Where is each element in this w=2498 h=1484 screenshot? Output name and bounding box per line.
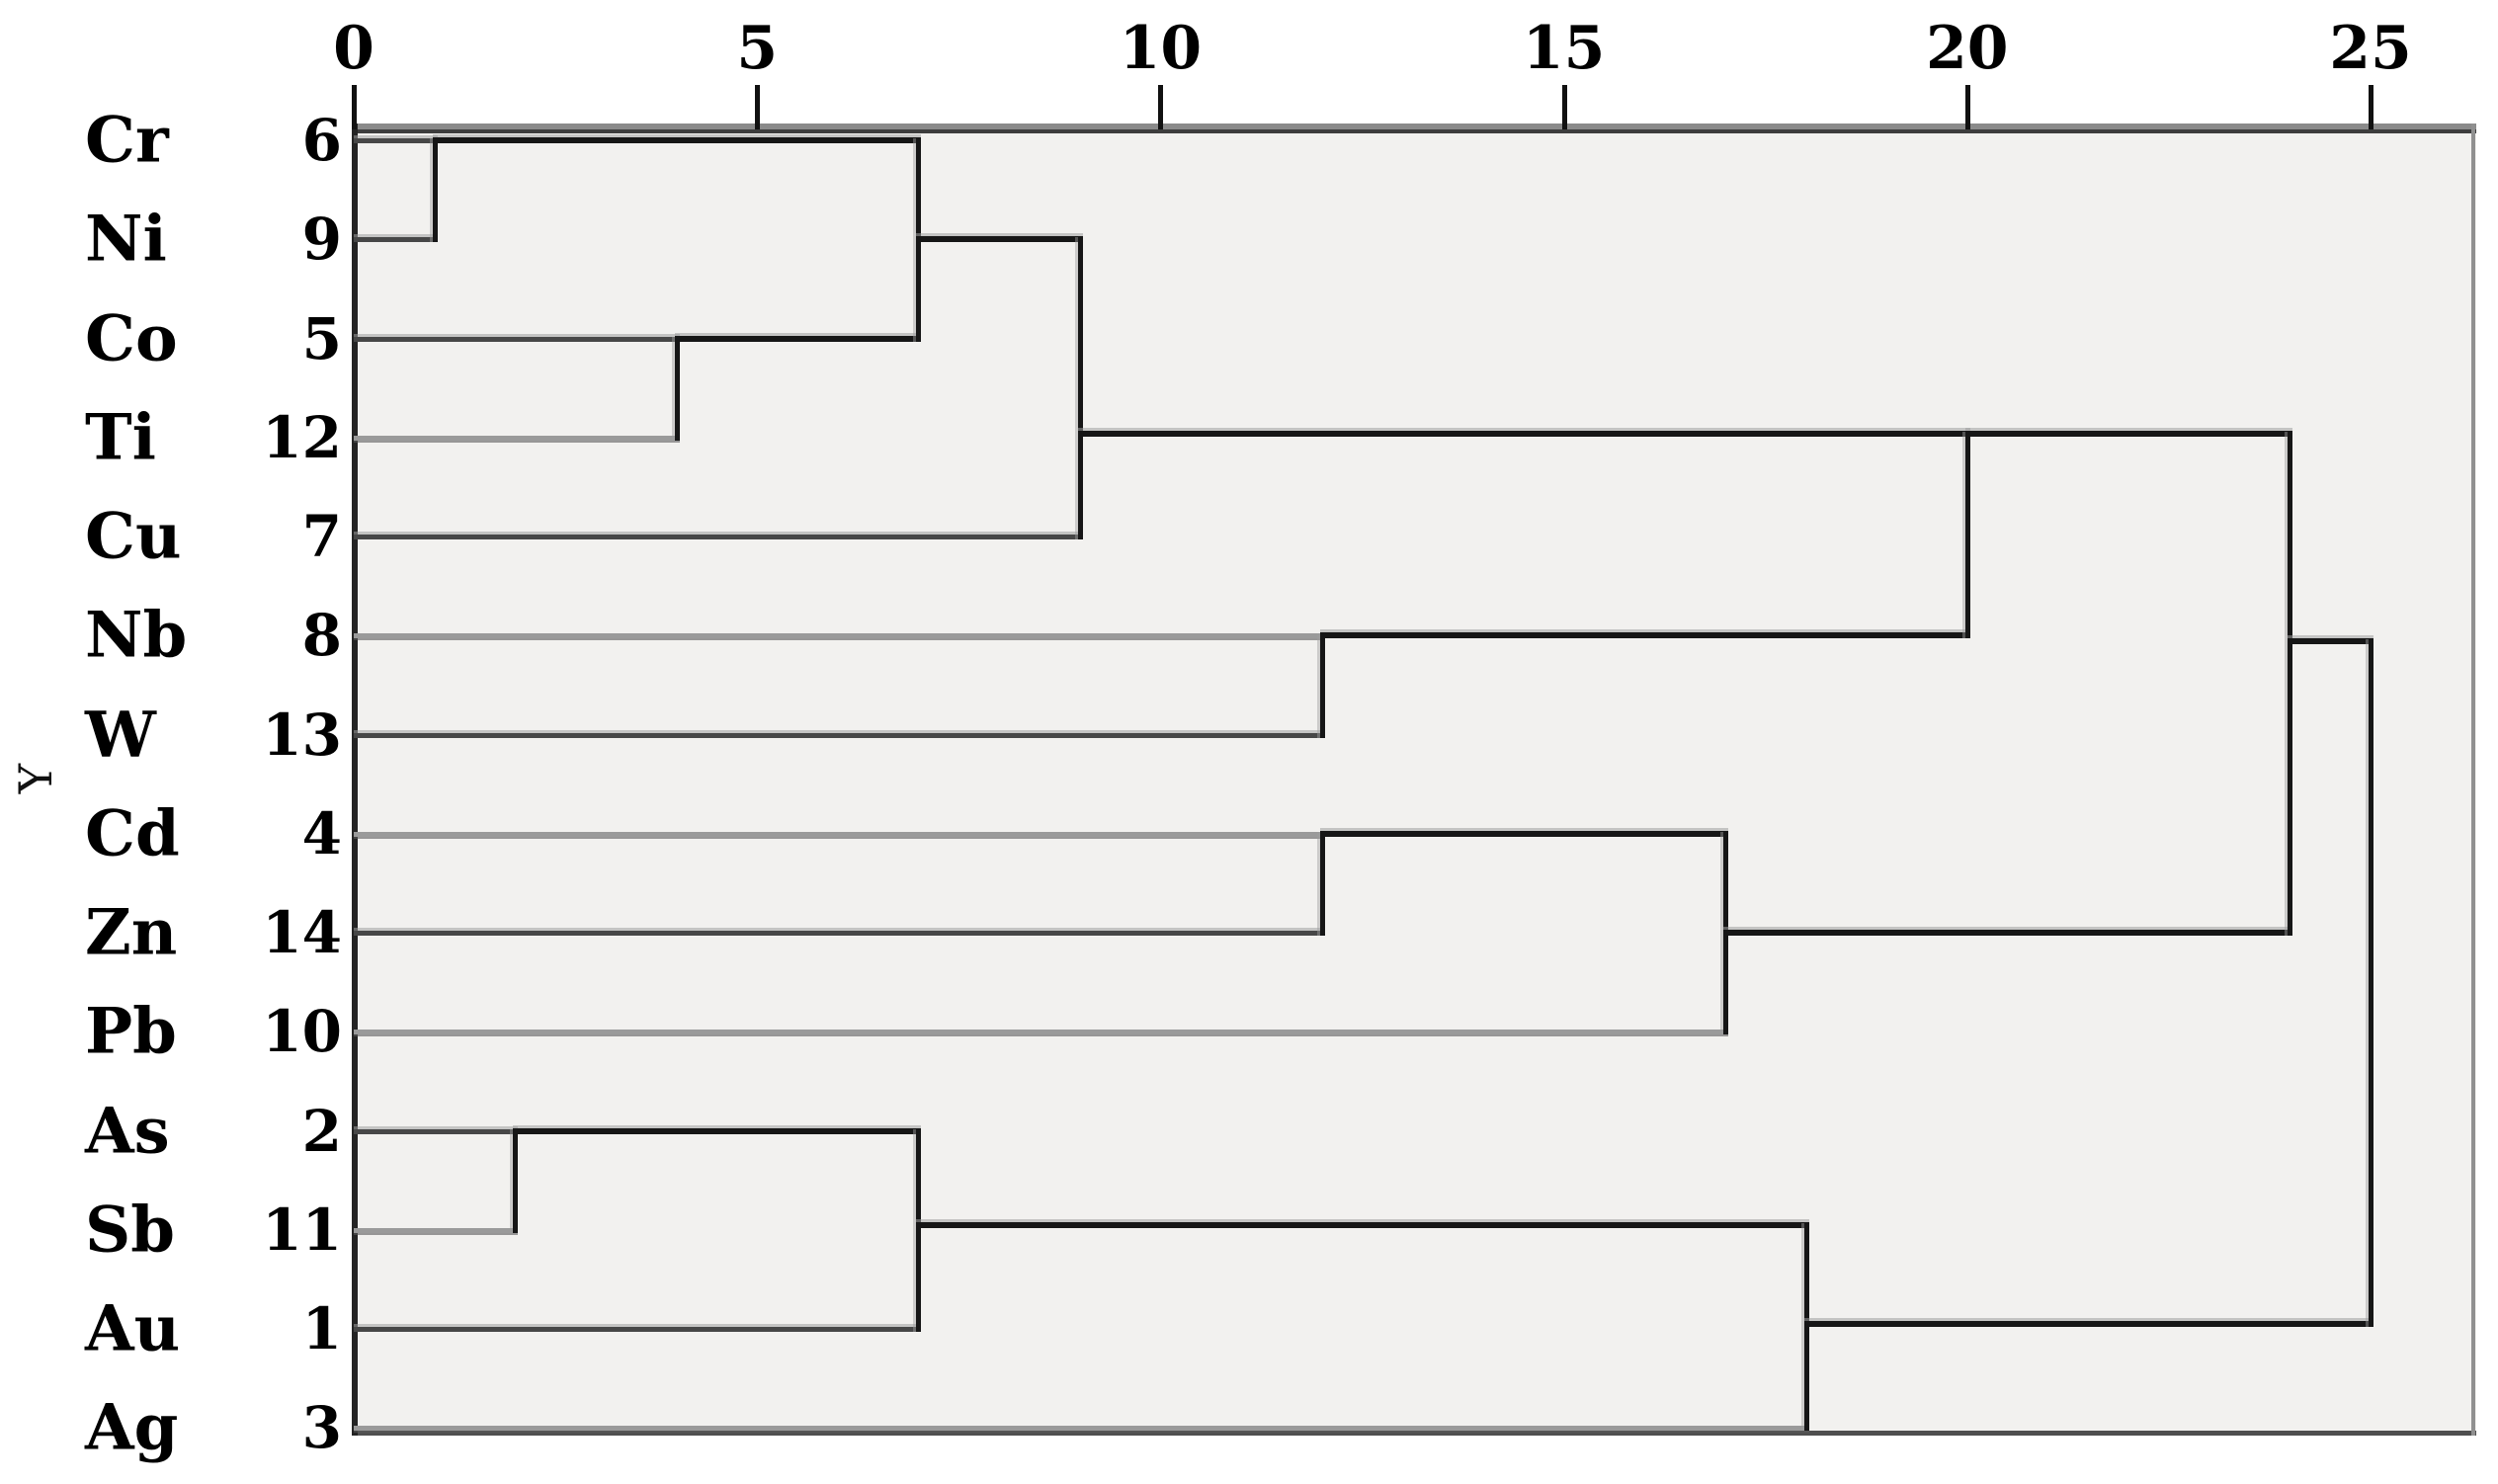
merge-connector xyxy=(432,138,438,243)
leaf-number: 10 xyxy=(262,998,342,1066)
leaf-number: 13 xyxy=(262,701,342,769)
merge-connector xyxy=(674,336,680,441)
leaf-number: 6 xyxy=(301,107,342,174)
leaf-number: 12 xyxy=(262,403,342,471)
leaf-line xyxy=(354,931,1325,936)
leaf-label: Au xyxy=(85,1291,181,1366)
merge-connector xyxy=(1077,237,1083,539)
merge-connector xyxy=(1319,633,1325,738)
plot-border-bottom xyxy=(352,1431,2476,1436)
leaf-label: Pb xyxy=(85,994,177,1069)
leaf-line xyxy=(354,633,1325,639)
leaf-line xyxy=(354,1327,922,1332)
axis-tick xyxy=(352,85,357,129)
cluster-line xyxy=(916,236,1083,243)
cluster-line xyxy=(1964,430,2293,437)
merge-connector xyxy=(2369,639,2373,1327)
leaf-label: W xyxy=(85,698,156,772)
leaf-label: Sb xyxy=(85,1193,175,1268)
leaf-line xyxy=(354,732,1325,738)
leaf-label: Ni xyxy=(85,202,167,277)
leaf-number: 9 xyxy=(301,206,342,274)
cluster-line xyxy=(1803,1320,2373,1327)
axis-tick-label: 10 xyxy=(1119,14,1203,83)
axis-tick xyxy=(1158,85,1164,129)
cluster-line xyxy=(2288,638,2373,645)
plot-border-top-dark xyxy=(352,129,2476,133)
leaf-number: 11 xyxy=(262,1195,342,1264)
axis-tick xyxy=(2369,85,2373,129)
leaf-line xyxy=(354,1030,1728,1035)
axis-tick-label: 15 xyxy=(1522,14,1606,83)
y-axis-title: Y xyxy=(9,763,62,794)
leaf-number: 5 xyxy=(301,304,342,372)
leaf-line xyxy=(354,1426,1809,1432)
leaf-line xyxy=(354,831,1325,837)
axis-tick xyxy=(1964,85,1970,129)
y-axis-line xyxy=(352,124,358,1436)
leaf-label: Cd xyxy=(85,796,180,871)
leaf-line xyxy=(354,237,438,243)
axis-tick-label: 25 xyxy=(2329,14,2412,83)
merge-connector xyxy=(513,1128,519,1233)
axis-tick xyxy=(1561,85,1567,129)
leaf-line xyxy=(354,336,680,342)
axis-tick-label: 0 xyxy=(333,14,375,83)
leaf-number: 14 xyxy=(262,899,342,966)
cluster-line xyxy=(1722,930,2293,936)
leaf-line xyxy=(354,1227,519,1233)
merge-connector xyxy=(1803,1222,1809,1432)
cluster-line xyxy=(916,1221,1809,1228)
merge-connector xyxy=(916,1128,922,1332)
leaf-label: Cr xyxy=(85,103,169,178)
leaf-label: Ti xyxy=(85,400,156,475)
axis-tick-label: 20 xyxy=(1926,14,2009,83)
cluster-line xyxy=(674,335,922,342)
axis-tick xyxy=(755,85,761,129)
leaf-number: 3 xyxy=(301,1394,342,1462)
leaf-number: 1 xyxy=(301,1295,342,1362)
leaf-line xyxy=(354,1128,519,1134)
leaf-label: Co xyxy=(85,301,178,375)
cluster-line xyxy=(432,137,922,143)
leaf-number: 4 xyxy=(301,799,342,867)
leaf-line xyxy=(354,535,1083,539)
cluster-line xyxy=(1077,430,1970,437)
plot-area xyxy=(352,124,2476,1435)
cluster-line xyxy=(513,1127,922,1134)
leaf-label: Zn xyxy=(85,895,178,970)
merge-connector xyxy=(1319,831,1325,936)
leaf-number: 8 xyxy=(301,602,342,670)
cluster-line xyxy=(1319,632,1970,639)
leaf-line xyxy=(354,138,438,143)
leaf-label: As xyxy=(85,1094,170,1168)
merge-connector xyxy=(1964,431,1970,639)
leaf-line xyxy=(354,435,680,441)
leaf-label: Ag xyxy=(85,1390,179,1465)
axis-tick-label: 5 xyxy=(736,14,779,83)
merge-connector xyxy=(2288,431,2293,936)
leaf-label: Nb xyxy=(85,598,188,673)
plot-border-right xyxy=(2471,124,2475,1436)
leaf-label: Cu xyxy=(85,499,182,574)
cluster-line xyxy=(1319,830,1728,837)
leaf-number: 7 xyxy=(301,503,342,570)
leaf-number: 2 xyxy=(301,1097,342,1165)
plot-border-top-gray xyxy=(352,124,2476,129)
